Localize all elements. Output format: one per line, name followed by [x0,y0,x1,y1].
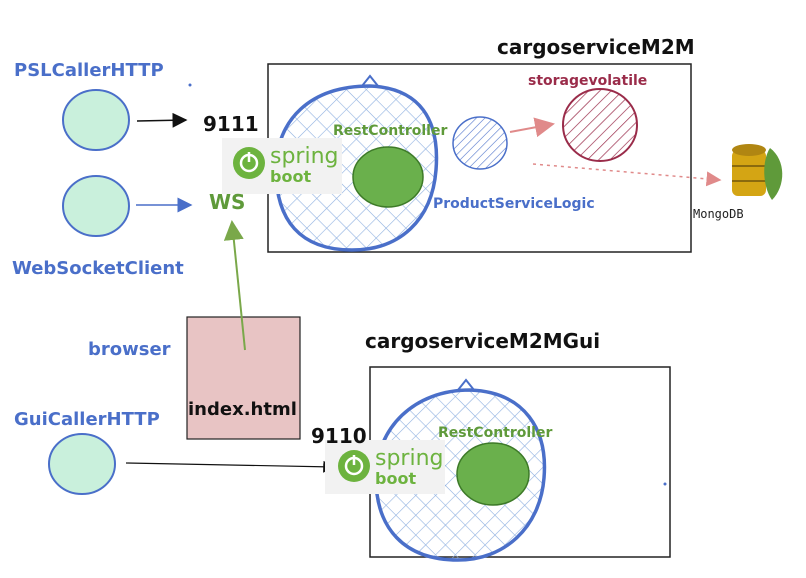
top-port-label: 9111 [203,112,259,136]
product-service-logic-circle [452,116,508,170]
storage-volatile-circle [562,88,638,162]
ws-label: WS [209,190,245,214]
top-boot-text: boot [270,167,311,186]
bottom-spring-text: spring [375,446,444,471]
top-spring-text: spring [270,144,339,169]
gui-to-9110-arrow [125,460,336,473]
top-rest-controller-circle [352,146,424,208]
browser-label: browser [88,339,171,360]
stray-dot [663,482,667,486]
bottom-spring-boot-logo: spring boot [325,440,445,494]
ws-client-label: WebSocketClient [12,258,184,279]
top-hexagon-notch [361,74,379,87]
cargoservice-m2m-title: cargoserviceM2M [497,35,695,59]
top-spring-boot-logo: spring boot [222,138,342,194]
cargoservice-m2m-gui-title: cargoserviceM2MGui [365,329,600,353]
mongodb-icon [732,144,783,200]
mongodb-label: MongoDB [693,207,744,221]
product-service-logic-label: ProductServiceLogic [433,196,595,212]
stray-dot [188,83,192,87]
logic-to-mongodb-arrow [532,163,722,187]
psl-to-9111-arrow [136,112,188,128]
psl-caller-circle [62,89,130,151]
bottom-hexagon-notch [457,378,475,391]
psl-caller-label: PSLCallerHTTP [14,60,164,81]
browser-to-ws-arrow [223,220,246,351]
bottom-port-label: 9110 [311,424,367,448]
gui-caller-circle [48,433,116,495]
gui-caller-label: GuiCallerHTTP [14,409,160,430]
bottom-boot-text: boot [375,469,416,488]
logic-to-storage-arrow [509,117,555,138]
index-html-label: index.html [188,399,297,420]
storage-volatile-label: storagevolatile [528,73,647,89]
ws-client-circle [62,175,130,237]
top-rest-controller-label: RestController [333,123,447,139]
bottom-rest-controller-circle [456,442,530,506]
bottom-rest-controller-label: RestController [438,425,552,441]
